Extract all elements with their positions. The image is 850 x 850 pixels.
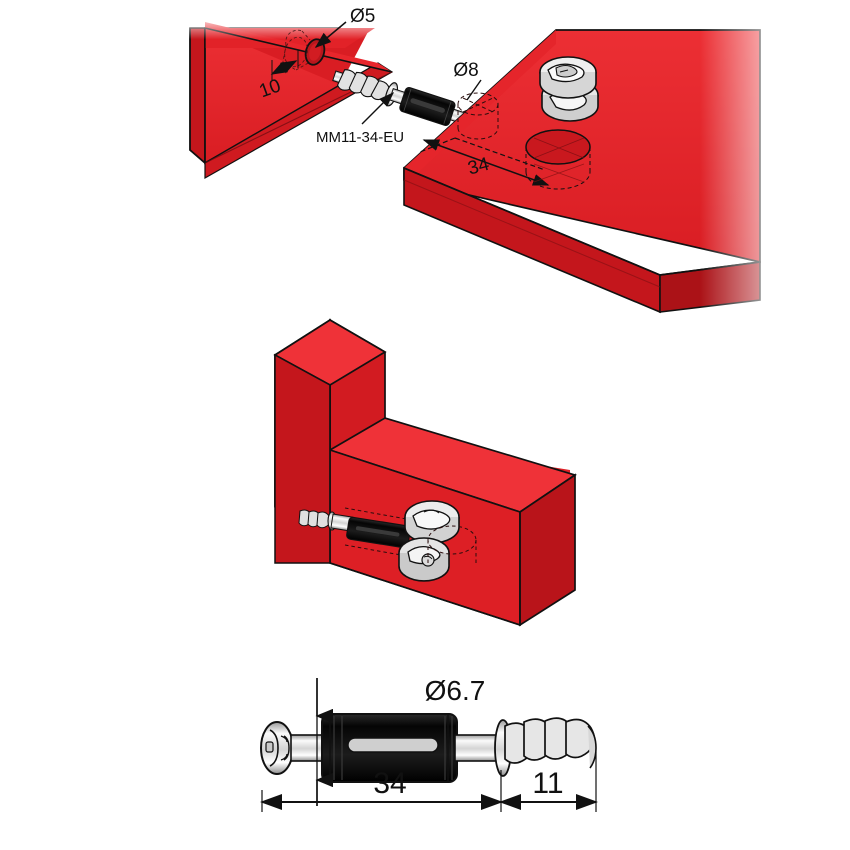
dia5-label: Ø5 [350,6,375,27]
installed-bolt [298,507,413,558]
dia8-label: Ø8 [453,60,478,81]
leader-dia8: Ø8 [453,60,482,101]
view-assembled-joint [273,318,577,627]
cam-lock-pair-assembled [398,500,477,582]
view-panel-edge-detail: 10 Ø5 [180,6,400,180]
view-bolt-dimensions: Ø6.7 34 11 [260,675,598,812]
bolt-body-elevation [321,713,458,783]
leader-dia5: Ø5 [314,6,375,48]
dimension-11-thread: 11 [499,752,598,812]
bolt-thread-elevation [504,717,596,764]
panel-face-body [403,20,810,320]
view-panel-face-detail: 34 Ø8 [403,20,810,320]
dimension-34-bolt-label: 34 [373,767,406,800]
dimension-11-thread-label: 11 [532,767,563,800]
bolt-black-body [399,87,456,126]
panel-edge-body [180,14,400,180]
leader-part-number: MM11-34-EU [316,92,404,146]
dimension-34-bolt: 34 [260,767,503,812]
dia67-label: Ø6.7 [425,675,486,706]
part-number-label: MM11-34-EU [316,129,404,146]
dimension-dia67: Ø6.7 [315,675,486,806]
bolt-head-elevation [260,721,294,775]
cam-hole-bore [525,129,591,190]
cam-lock-pair-top [539,56,599,122]
hole-dia8-hidden [457,92,499,140]
